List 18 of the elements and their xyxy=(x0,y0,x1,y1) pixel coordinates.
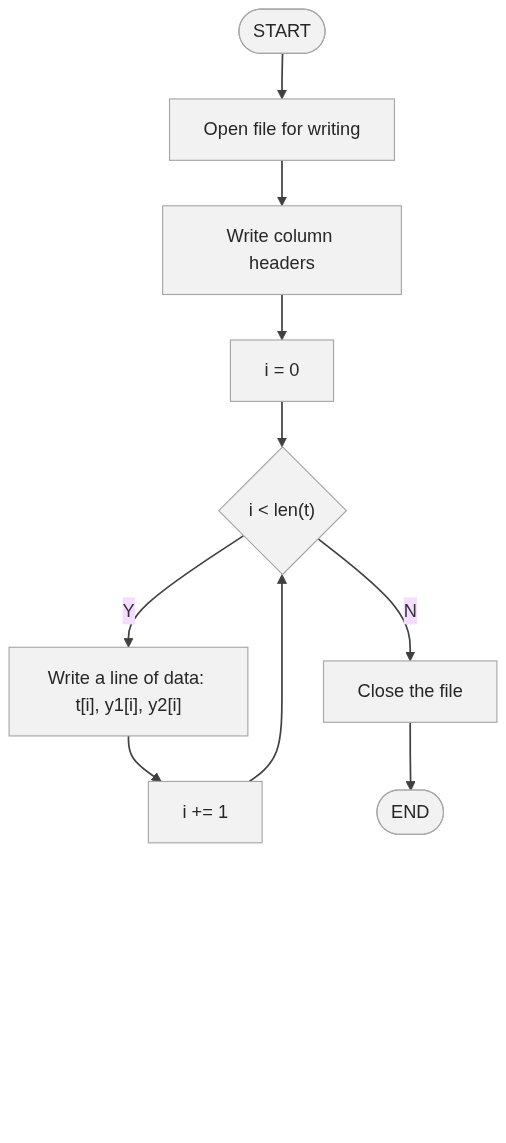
node-box: Close the file xyxy=(322,660,498,723)
arrow xyxy=(277,293,287,341)
arrow xyxy=(277,53,287,100)
arrow xyxy=(248,574,287,783)
arrow xyxy=(316,537,416,662)
node-box: Open file for writing xyxy=(168,98,396,161)
node-diamond: i < len(t) xyxy=(217,446,348,576)
arrow xyxy=(277,159,287,207)
node-box: Write a line of data: t[i], y1[i], y2[i] xyxy=(8,646,249,737)
node-box: i += 1 xyxy=(147,780,263,844)
node-box: Write column headers xyxy=(162,205,402,296)
edge-label: N xyxy=(403,600,417,620)
arrow xyxy=(123,535,245,648)
arrow xyxy=(405,721,416,791)
arrow xyxy=(127,735,162,782)
arrow xyxy=(277,400,287,448)
edge-label: Y xyxy=(122,600,135,620)
node-box: i = 0 xyxy=(229,339,335,402)
